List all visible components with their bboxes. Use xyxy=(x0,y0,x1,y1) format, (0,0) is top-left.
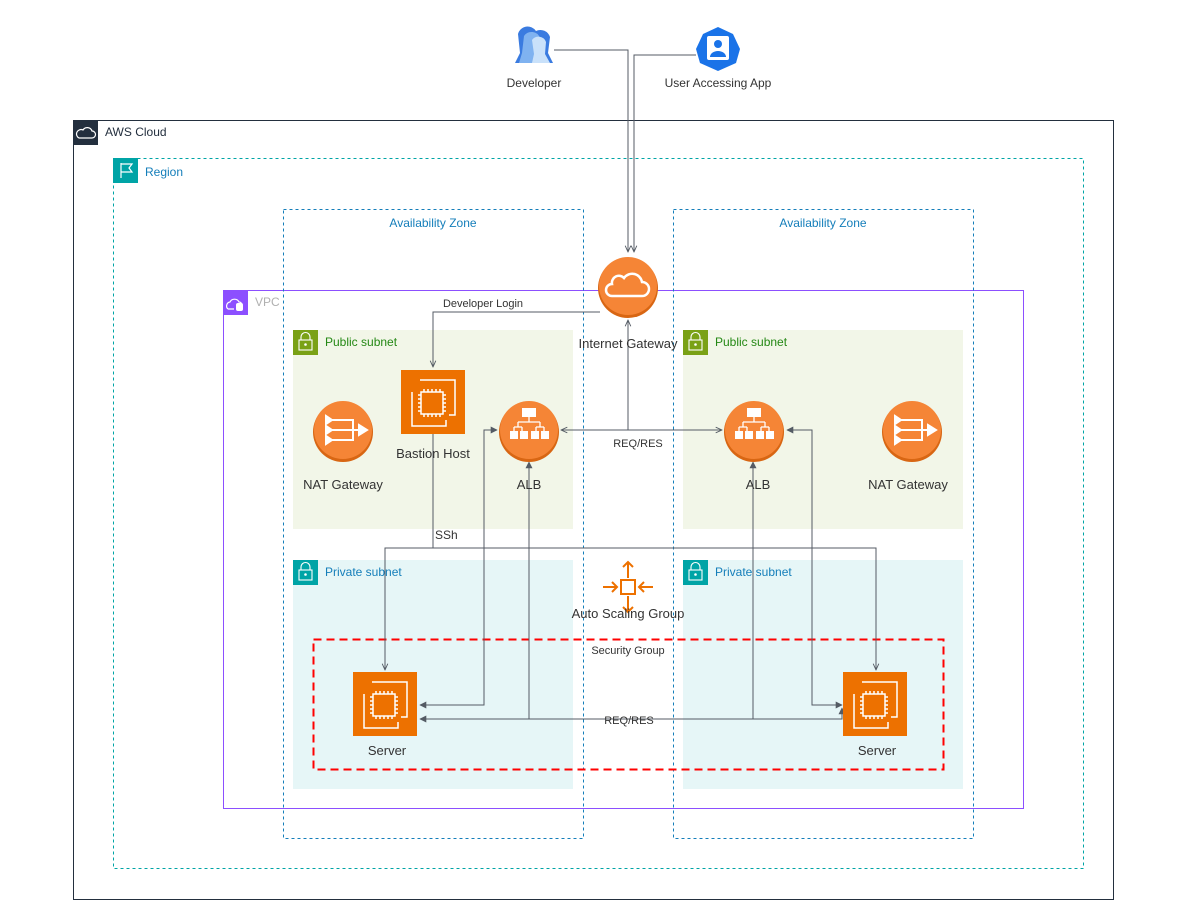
edge-user-to-igw xyxy=(634,54,696,252)
public-subnet-right-label: Public subnet xyxy=(715,335,788,349)
user-icon xyxy=(696,27,740,71)
nat-gateway-right-label: NAT Gateway xyxy=(868,477,948,492)
server-right-node[interactable]: Server xyxy=(843,672,907,758)
auto-scaling-group-node[interactable]: Auto Scaling Group xyxy=(572,560,685,621)
lock-icon xyxy=(688,331,703,351)
flag-icon xyxy=(120,163,134,178)
user-label: User Accessing App xyxy=(665,76,772,90)
az-right-label: Availability Zone xyxy=(779,216,866,230)
load-balancer-icon xyxy=(735,408,774,439)
server-left-label: Server xyxy=(368,743,407,758)
auto-scaling-group-label: Auto Scaling Group xyxy=(572,606,685,621)
user-node[interactable]: User Accessing App xyxy=(665,27,772,90)
auto-scaling-icon xyxy=(603,560,653,614)
edge-cross-req-res-2 xyxy=(525,461,846,720)
aws-cloud-group: AWS Cloud xyxy=(73,120,1114,900)
ec2-instance-icon xyxy=(853,681,898,729)
public-subnet-left-label: Public subnet xyxy=(325,335,398,349)
region-group: Region xyxy=(113,158,1084,869)
aws-cloud-label: AWS Cloud xyxy=(105,125,167,139)
developer-node[interactable]: Developer xyxy=(507,26,562,90)
load-balancer-icon xyxy=(510,408,549,439)
nat-gateway-icon xyxy=(325,414,369,446)
cloud-icon xyxy=(75,127,97,139)
lock-icon xyxy=(298,331,313,351)
vpc-label: VPC xyxy=(255,295,280,309)
private-subnet-left: Private subnet xyxy=(293,560,573,789)
private-subnet-right: Private subnet xyxy=(683,560,963,789)
ec2-instance-icon xyxy=(363,681,408,729)
nat-gateway-left-node[interactable]: NAT Gateway xyxy=(303,401,383,492)
nat-gateway-left-label: NAT Gateway xyxy=(303,477,383,492)
alb-right-node[interactable]: ALB xyxy=(724,401,784,492)
developer-users-icon xyxy=(515,26,553,63)
internet-gateway-icon xyxy=(604,272,651,298)
region-label: Region xyxy=(145,165,183,179)
nat-gateway-icon xyxy=(894,414,938,446)
az-left-label: Availability Zone xyxy=(389,216,476,230)
vpc-cloud-icon xyxy=(226,298,243,311)
alb-right-label: ALB xyxy=(746,477,771,492)
ssh-label: SSh xyxy=(435,528,458,542)
internet-gateway-node[interactable]: Internet Gateway xyxy=(579,257,678,351)
lock-icon xyxy=(298,561,313,581)
edge-developer-to-igw xyxy=(554,49,628,252)
private-subnet-right-label: Private subnet xyxy=(715,565,792,579)
bastion-host-label: Bastion Host xyxy=(396,446,470,461)
developer-login-label: Developer Login xyxy=(443,298,523,310)
bastion-host-node[interactable]: Bastion Host xyxy=(396,370,470,461)
alb-left-node[interactable]: ALB xyxy=(499,401,559,492)
nat-gateway-right-node[interactable]: NAT Gateway xyxy=(868,401,948,492)
ec2-instance-icon xyxy=(411,379,456,427)
edge-igw-to-bastion xyxy=(433,311,600,367)
developer-label: Developer xyxy=(507,76,562,90)
security-group-label: Security Group xyxy=(591,645,664,657)
alb-left-label: ALB xyxy=(517,477,542,492)
server-right-label: Server xyxy=(858,743,897,758)
private-subnet-left-label: Private subnet xyxy=(325,565,402,579)
internet-gateway-label: Internet Gateway xyxy=(579,336,678,351)
server-left-node[interactable]: Server xyxy=(353,672,417,758)
edges xyxy=(385,49,876,723)
req-res-top-label: REQ/RES xyxy=(613,438,663,450)
req-res-bottom-label: REQ/RES xyxy=(604,715,654,727)
